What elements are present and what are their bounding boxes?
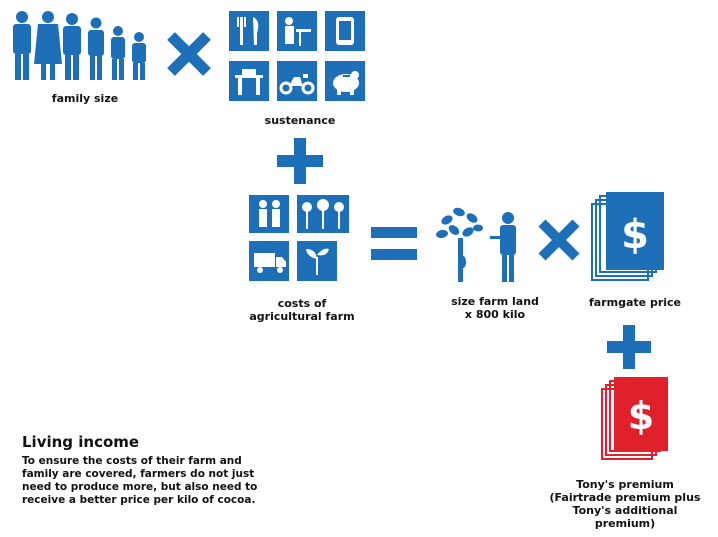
piggy-bank-icon xyxy=(325,61,365,101)
cocoa-trees-icon xyxy=(297,195,349,233)
truck-icon xyxy=(249,241,289,281)
farmgate-money-stack: $ xyxy=(590,190,670,290)
family-size-label: family size xyxy=(51,92,119,105)
land-label-line2: x 800 kilo xyxy=(464,308,526,321)
sustenance-label: sustenance xyxy=(264,114,336,127)
person-icon xyxy=(63,13,81,80)
premium-label-line2: (Fairtrade premium plus xyxy=(549,491,701,504)
person-icon xyxy=(132,32,146,80)
costs-label-line2: agricultural farm xyxy=(249,310,355,323)
costs-label: costs of agricultural farm xyxy=(232,297,372,323)
plus-operator xyxy=(277,138,323,184)
cocoa-tree-icon xyxy=(436,207,483,282)
person-icon xyxy=(13,11,31,80)
multiply-operator xyxy=(537,218,581,262)
person-icon xyxy=(88,17,104,80)
premium-label-line4: premium) xyxy=(594,517,656,530)
person-icon xyxy=(111,26,125,80)
land-label: size farm land x 800 kilo xyxy=(430,295,560,321)
dollar-sign: $ xyxy=(621,212,649,258)
costs-label-line1: costs of xyxy=(277,297,327,310)
farm-costs-grid xyxy=(249,195,349,285)
family-group xyxy=(10,10,155,82)
farm-land-illustration xyxy=(432,202,522,284)
food-cutlery-icon xyxy=(229,11,269,51)
house-icon xyxy=(229,61,269,101)
land-label-line1: size farm land xyxy=(451,295,539,308)
farmgate-label: farmgate price xyxy=(589,296,681,309)
smartphone-icon xyxy=(325,11,365,51)
farmer-icon xyxy=(490,212,516,282)
premium-money-stack: $ xyxy=(600,375,672,467)
workers-icon xyxy=(249,195,289,233)
multiply-operator xyxy=(165,30,213,78)
seedling-icon xyxy=(297,241,337,281)
premium-label-line1: Tony's premium xyxy=(576,478,674,491)
person-icon xyxy=(34,11,62,80)
equals-operator xyxy=(371,227,417,261)
scooter-icon xyxy=(277,61,317,101)
living-income-description: To ensure the costs of their farm and fa… xyxy=(22,455,258,506)
premium-label-line3: Tony's additional xyxy=(572,504,678,517)
premium-label: Tony's premium (Fairtrade premium plus T… xyxy=(540,478,710,530)
plus-operator xyxy=(607,325,651,369)
sustenance-grid xyxy=(229,11,369,103)
school-teacher-icon xyxy=(277,11,317,51)
living-income-title: Living income xyxy=(22,433,140,451)
dollar-sign: $ xyxy=(628,394,654,438)
